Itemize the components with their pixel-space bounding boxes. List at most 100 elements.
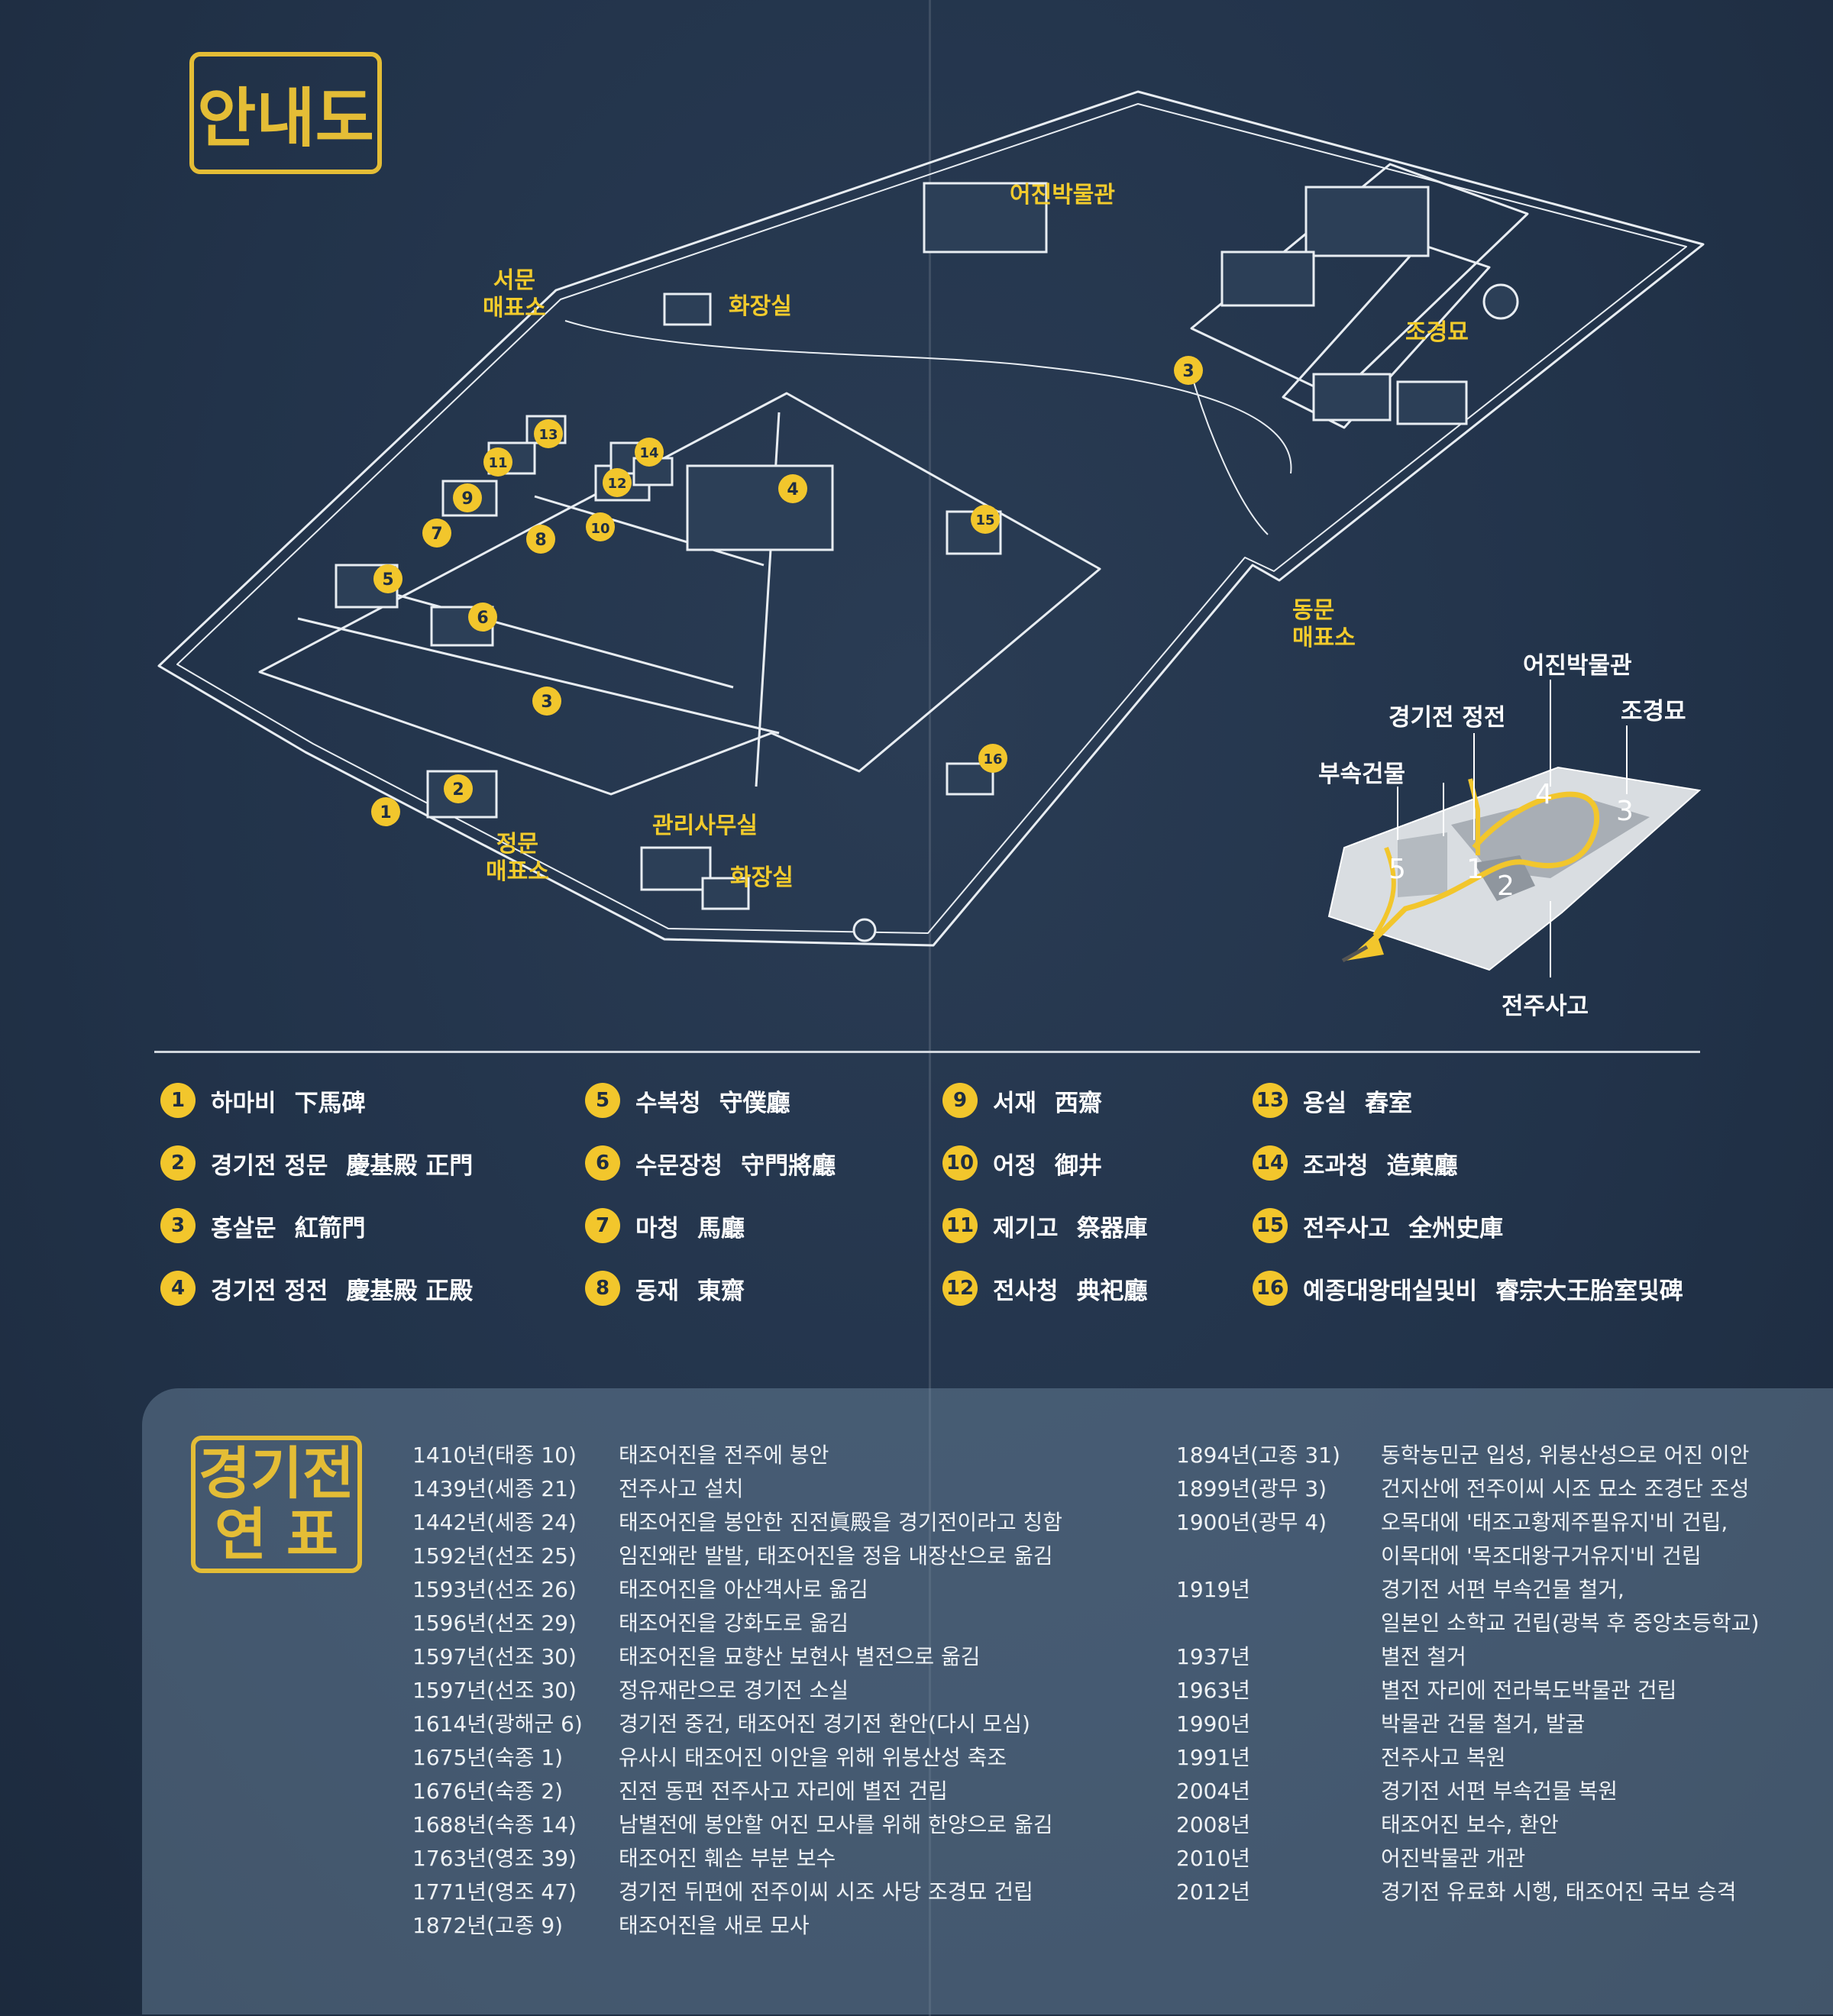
legend-name: 서재	[993, 1089, 1037, 1117]
legend-hanja: 守門將廳	[741, 1152, 836, 1180]
legend-number: 14	[1253, 1145, 1288, 1181]
label-restroom-north: 화장실	[729, 293, 792, 320]
chronology-event: 태조어진을 묘향산 보현사 별전으로 옮김	[619, 1644, 981, 1669]
chronology-event: 태조어진을 강화도로 옮김	[619, 1611, 849, 1636]
chronology-event: 태조어진을 전주에 봉안	[619, 1443, 829, 1468]
legend-name: 전주사고	[1303, 1214, 1391, 1242]
legend-hanja: 典祀廳	[1076, 1277, 1148, 1305]
marker-2: 2	[444, 774, 473, 803]
legend-name: 제기고	[993, 1214, 1059, 1242]
legend-number: 7	[585, 1208, 620, 1243]
svg-text:4: 4	[787, 480, 798, 499]
building-east-1	[1220, 250, 1315, 307]
chronology-event: 경기전 뒤편에 전주이씨 시조 사당 조경묘 건립	[619, 1879, 1033, 1905]
legend-hanja: 睿宗大王胎室및碑	[1495, 1277, 1683, 1305]
legend-hanja: 慶基殿 正門	[346, 1152, 474, 1180]
inner-compound	[258, 392, 1101, 796]
chronology-event: 태조어진을 봉안한 진전眞殿을 경기전이라고 칭함	[619, 1510, 1063, 1535]
legend-hanja: 慶基殿 正殿	[346, 1277, 474, 1305]
legend-number: 6	[585, 1145, 620, 1181]
legend-name: 홍살문	[211, 1214, 276, 1242]
svg-text:14: 14	[639, 445, 658, 461]
building-museum	[923, 182, 1048, 254]
legend-name: 조과청	[1303, 1152, 1369, 1180]
chronology-year: 1597년(선조 30)	[412, 1678, 577, 1703]
svg-text:5: 5	[382, 570, 393, 590]
map-markers: 1 2 3 3 4 5 6 7 8 9 10 11 12 13 14 15 16	[371, 356, 1203, 826]
inset-label-museum: 어진박물관	[1523, 652, 1632, 680]
legend-number: 12	[942, 1271, 978, 1306]
chronology-year: 2008년	[1176, 1812, 1251, 1837]
inset-num-3: 3	[1616, 796, 1634, 827]
svg-text:1: 1	[380, 803, 391, 822]
svg-text:9: 9	[461, 489, 473, 509]
marker-10: 10	[586, 512, 615, 541]
legend-name: 용실	[1303, 1089, 1347, 1117]
legend-hanja: 全州史庫	[1408, 1214, 1504, 1242]
svg-text:11: 11	[488, 455, 507, 471]
svg-text:8: 8	[535, 531, 546, 550]
chronology-event: 태조어진 훼손 부분 보수	[619, 1846, 836, 1871]
building-office	[640, 846, 712, 891]
chronology-year: 1676년(숙종 2)	[412, 1779, 564, 1804]
chronology-event: 이목대에 '목조대왕구거유지'비 건립	[1381, 1543, 1702, 1569]
legend-number: 9	[942, 1083, 978, 1118]
inset-num-5: 5	[1388, 854, 1406, 885]
legend-hanja: 御井	[1055, 1152, 1103, 1180]
building-east-2	[1312, 373, 1392, 422]
marker-4: 4	[778, 474, 807, 503]
svg-text:12: 12	[607, 476, 626, 492]
legend-hanja: 祭器庫	[1076, 1214, 1148, 1242]
svg-text:7: 7	[431, 525, 442, 544]
legend-hanja: 馬廳	[697, 1214, 745, 1242]
inset-num-4: 4	[1535, 779, 1553, 810]
legend-number: 4	[160, 1271, 196, 1306]
svg-text:6: 6	[477, 609, 488, 628]
legend-name: 전사청	[993, 1277, 1059, 1305]
marker-7: 7	[422, 519, 451, 548]
marker-3b: 3	[1174, 356, 1203, 385]
building-east-3	[1396, 380, 1468, 425]
svg-text:13: 13	[538, 427, 558, 443]
legend-hanja: 造菓廳	[1386, 1152, 1458, 1180]
chronology-year: 1899년(광무 3)	[1176, 1476, 1327, 1501]
chronology-event: 경기전 중건, 태조어진 경기전 환안(다시 모심)	[619, 1711, 1030, 1737]
chronology-year: 1439년(세종 21)	[412, 1476, 577, 1501]
chronology-year: 1894년(고종 31)	[1176, 1443, 1340, 1468]
building-restroom-south	[701, 877, 750, 910]
chronology-event: 태조어진을 새로 모사	[619, 1913, 810, 1938]
chronology-year: 1919년	[1176, 1577, 1251, 1602]
chronology-year: 2012년	[1176, 1879, 1251, 1905]
legend-number: 11	[942, 1208, 978, 1243]
chronology-event: 경기전 서편 부속건물 복원	[1381, 1779, 1618, 1804]
legend-number: 13	[1253, 1083, 1288, 1118]
fold-crease	[929, 0, 931, 2016]
legend-name: 예종대왕태실및비	[1303, 1277, 1478, 1305]
marker-11: 11	[483, 447, 512, 477]
inset-route-map	[1327, 680, 1702, 977]
chronology-year: 1937년	[1176, 1644, 1251, 1669]
chronology-year: 1872년(고종 9)	[412, 1913, 564, 1938]
chronology-year: 1675년(숙종 1)	[412, 1745, 564, 1770]
inset-num-2: 2	[1497, 871, 1515, 902]
chronology-year: 1614년(광해군 6)	[412, 1711, 583, 1737]
section-divider	[154, 1051, 1700, 1053]
chronology-year: 1597년(선조 30)	[412, 1644, 577, 1669]
inset-label-archive: 전주사고	[1502, 993, 1589, 1020]
chronology-event: 어진박물관 개관	[1381, 1846, 1526, 1871]
legend-number: 5	[585, 1083, 620, 1118]
chronology-event: 태조어진 보수, 환안	[1381, 1812, 1559, 1837]
chronology-year: 2004년	[1176, 1779, 1251, 1804]
legend-name: 동재	[635, 1277, 680, 1305]
marker-9: 9	[453, 483, 482, 512]
